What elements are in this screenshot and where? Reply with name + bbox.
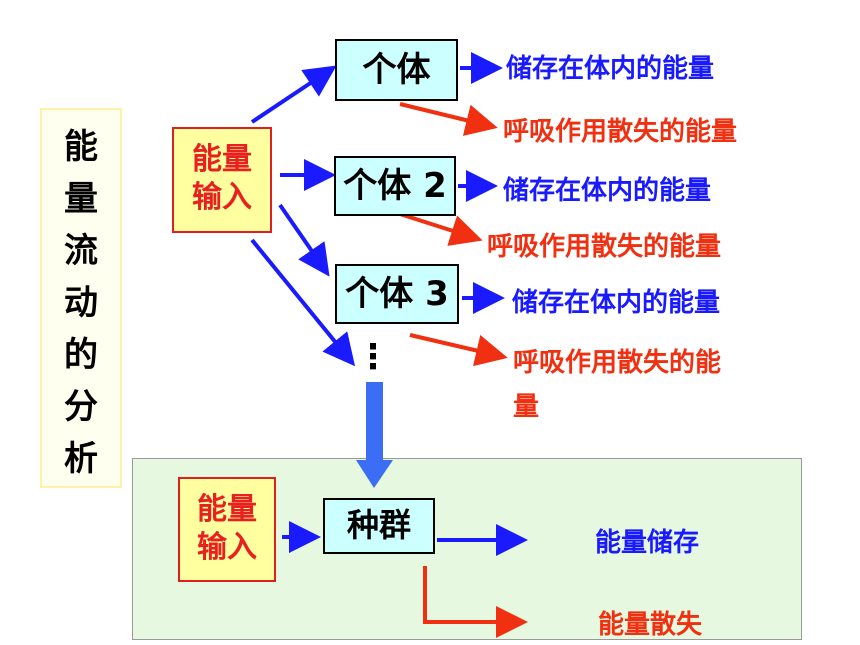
title-char: 流 — [64, 231, 98, 271]
arrow-input-to-ellipsis — [250, 238, 356, 367]
title-box: 能 量 流 动 的 分 析 — [40, 108, 122, 488]
big-down-arrow-head — [356, 460, 393, 488]
individual-1-label: 个体 — [362, 50, 431, 90]
arrow-input-to-individual-1 — [250, 65, 337, 124]
individual-2-lost-text: 呼吸作用散失的能量 — [487, 232, 722, 262]
individual-2-label: 个体 2 — [343, 166, 447, 206]
energy-input-line1: 能量 — [192, 142, 252, 177]
individual-2-box: 个体 2 — [334, 156, 456, 216]
title-char: 的 — [64, 335, 98, 375]
ellipsis-mark: ⋮ — [356, 337, 390, 377]
title-char: 量 — [64, 179, 98, 219]
arrow-population-lost — [423, 566, 528, 638]
arrow-ind1-lost — [399, 102, 498, 136]
title-char: 分 — [64, 387, 98, 427]
arrow-ind2-lost — [399, 212, 483, 246]
title-char: 析 — [64, 439, 98, 479]
population-box: 种群 — [323, 498, 435, 554]
arrow-input-to-individual-3 — [278, 203, 330, 277]
individual-2-stored-text: 储存在体内的能量 — [503, 176, 712, 206]
title-char: 动 — [64, 283, 98, 323]
individual-3-box: 个体 3 — [335, 264, 459, 324]
population-lost-text: 能量散失 — [598, 610, 703, 640]
individual-3-stored-text: 储存在体内的能量 — [512, 288, 721, 318]
individual-1-box: 个体 — [335, 39, 458, 101]
individual-3-lost-text-line2: 量 — [513, 392, 540, 422]
population-input-line2: 输入 — [197, 530, 257, 565]
energy-input-box: 能量 输入 — [172, 127, 272, 233]
population-input-line1: 能量 — [197, 492, 257, 527]
population-label: 种群 — [346, 506, 411, 544]
individual-3-label: 个体 3 — [345, 274, 449, 314]
population-stored-text: 能量储存 — [595, 528, 700, 558]
title-char: 能 — [64, 127, 98, 167]
population-energy-input-box: 能量 输入 — [178, 477, 276, 582]
individual-3-lost-text-line1: 呼吸作用散失的能 — [513, 348, 722, 378]
individual-1-lost-text: 呼吸作用散失的能量 — [503, 117, 738, 147]
arrow-ind3-lost — [409, 333, 508, 367]
big-down-arrow-shaft — [366, 382, 383, 462]
individual-1-stored-text: 储存在体内的能量 — [506, 54, 715, 84]
energy-input-line2: 输入 — [192, 180, 252, 215]
